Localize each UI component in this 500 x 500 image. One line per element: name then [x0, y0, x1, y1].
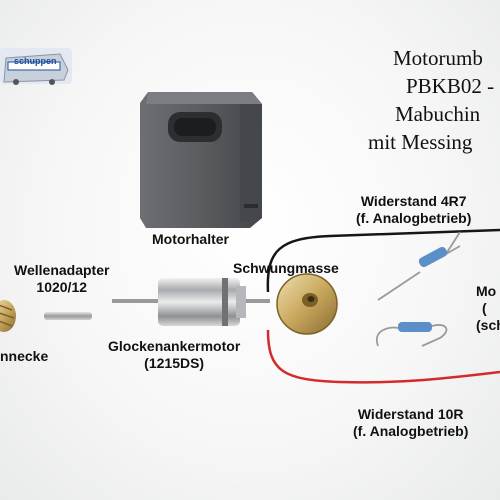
label-widerstand-4r7: Widerstand 4R7 (f. Analogbetrieb) — [356, 193, 471, 227]
title-line-1: Motorumb — [393, 46, 483, 70]
title-line-4: mit Messing — [368, 130, 473, 154]
motorhalter-part — [140, 92, 262, 228]
resistor-10r-part — [375, 322, 448, 347]
schwungmasse-part — [276, 273, 338, 335]
black-wire — [266, 228, 500, 293]
schnecke-part — [0, 300, 16, 332]
logo-locomotive — [0, 48, 72, 85]
label-schnecke: nnecke — [0, 348, 49, 364]
label-widerstand-10r-name: Widerstand 10R — [357, 406, 464, 422]
label-glockenankermotor-name: Glockenankermotor — [108, 338, 241, 354]
glockenankermotor-part — [112, 278, 270, 326]
resistor-4r7-part — [377, 231, 461, 301]
label-wellenadapter: Wellenadapter 1020/12 — [14, 262, 109, 296]
title-line-2: PBKB02 - — [406, 74, 495, 98]
label-widerstand-10r: Widerstand 10R (f. Analogbetrieb) — [353, 406, 468, 440]
wellenadapter-part — [44, 312, 92, 320]
label-mo-line-1: Mo — [476, 283, 497, 299]
label-schwungmasse: Schwungmasse — [233, 260, 339, 276]
label-mo-line-2: ( — [482, 300, 487, 316]
label-widerstand-4r7-name: Widerstand 4R7 — [360, 193, 467, 209]
logo-text: schuppen — [14, 56, 57, 66]
title-line-3: Mabuchin — [395, 102, 481, 126]
red-wire — [266, 329, 500, 384]
label-widerstand-4r7-note: (f. Analogbetrieb) — [356, 210, 472, 226]
label-widerstand-10r-note: (f. Analogbetrieb) — [353, 423, 469, 439]
label-glockenankermotor-type: (1215DS) — [144, 355, 205, 371]
label-mo: Mo ( (sch — [476, 283, 500, 334]
label-motorhalter: Motorhalter — [152, 231, 229, 247]
label-wellenadapter-name: Wellenadapter — [14, 262, 110, 278]
label-wellenadapter-size: 1020/12 — [36, 279, 88, 295]
label-mo-line-3: (sch — [476, 317, 500, 333]
label-glockenankermotor: Glockenankermotor (1215DS) — [108, 338, 240, 372]
